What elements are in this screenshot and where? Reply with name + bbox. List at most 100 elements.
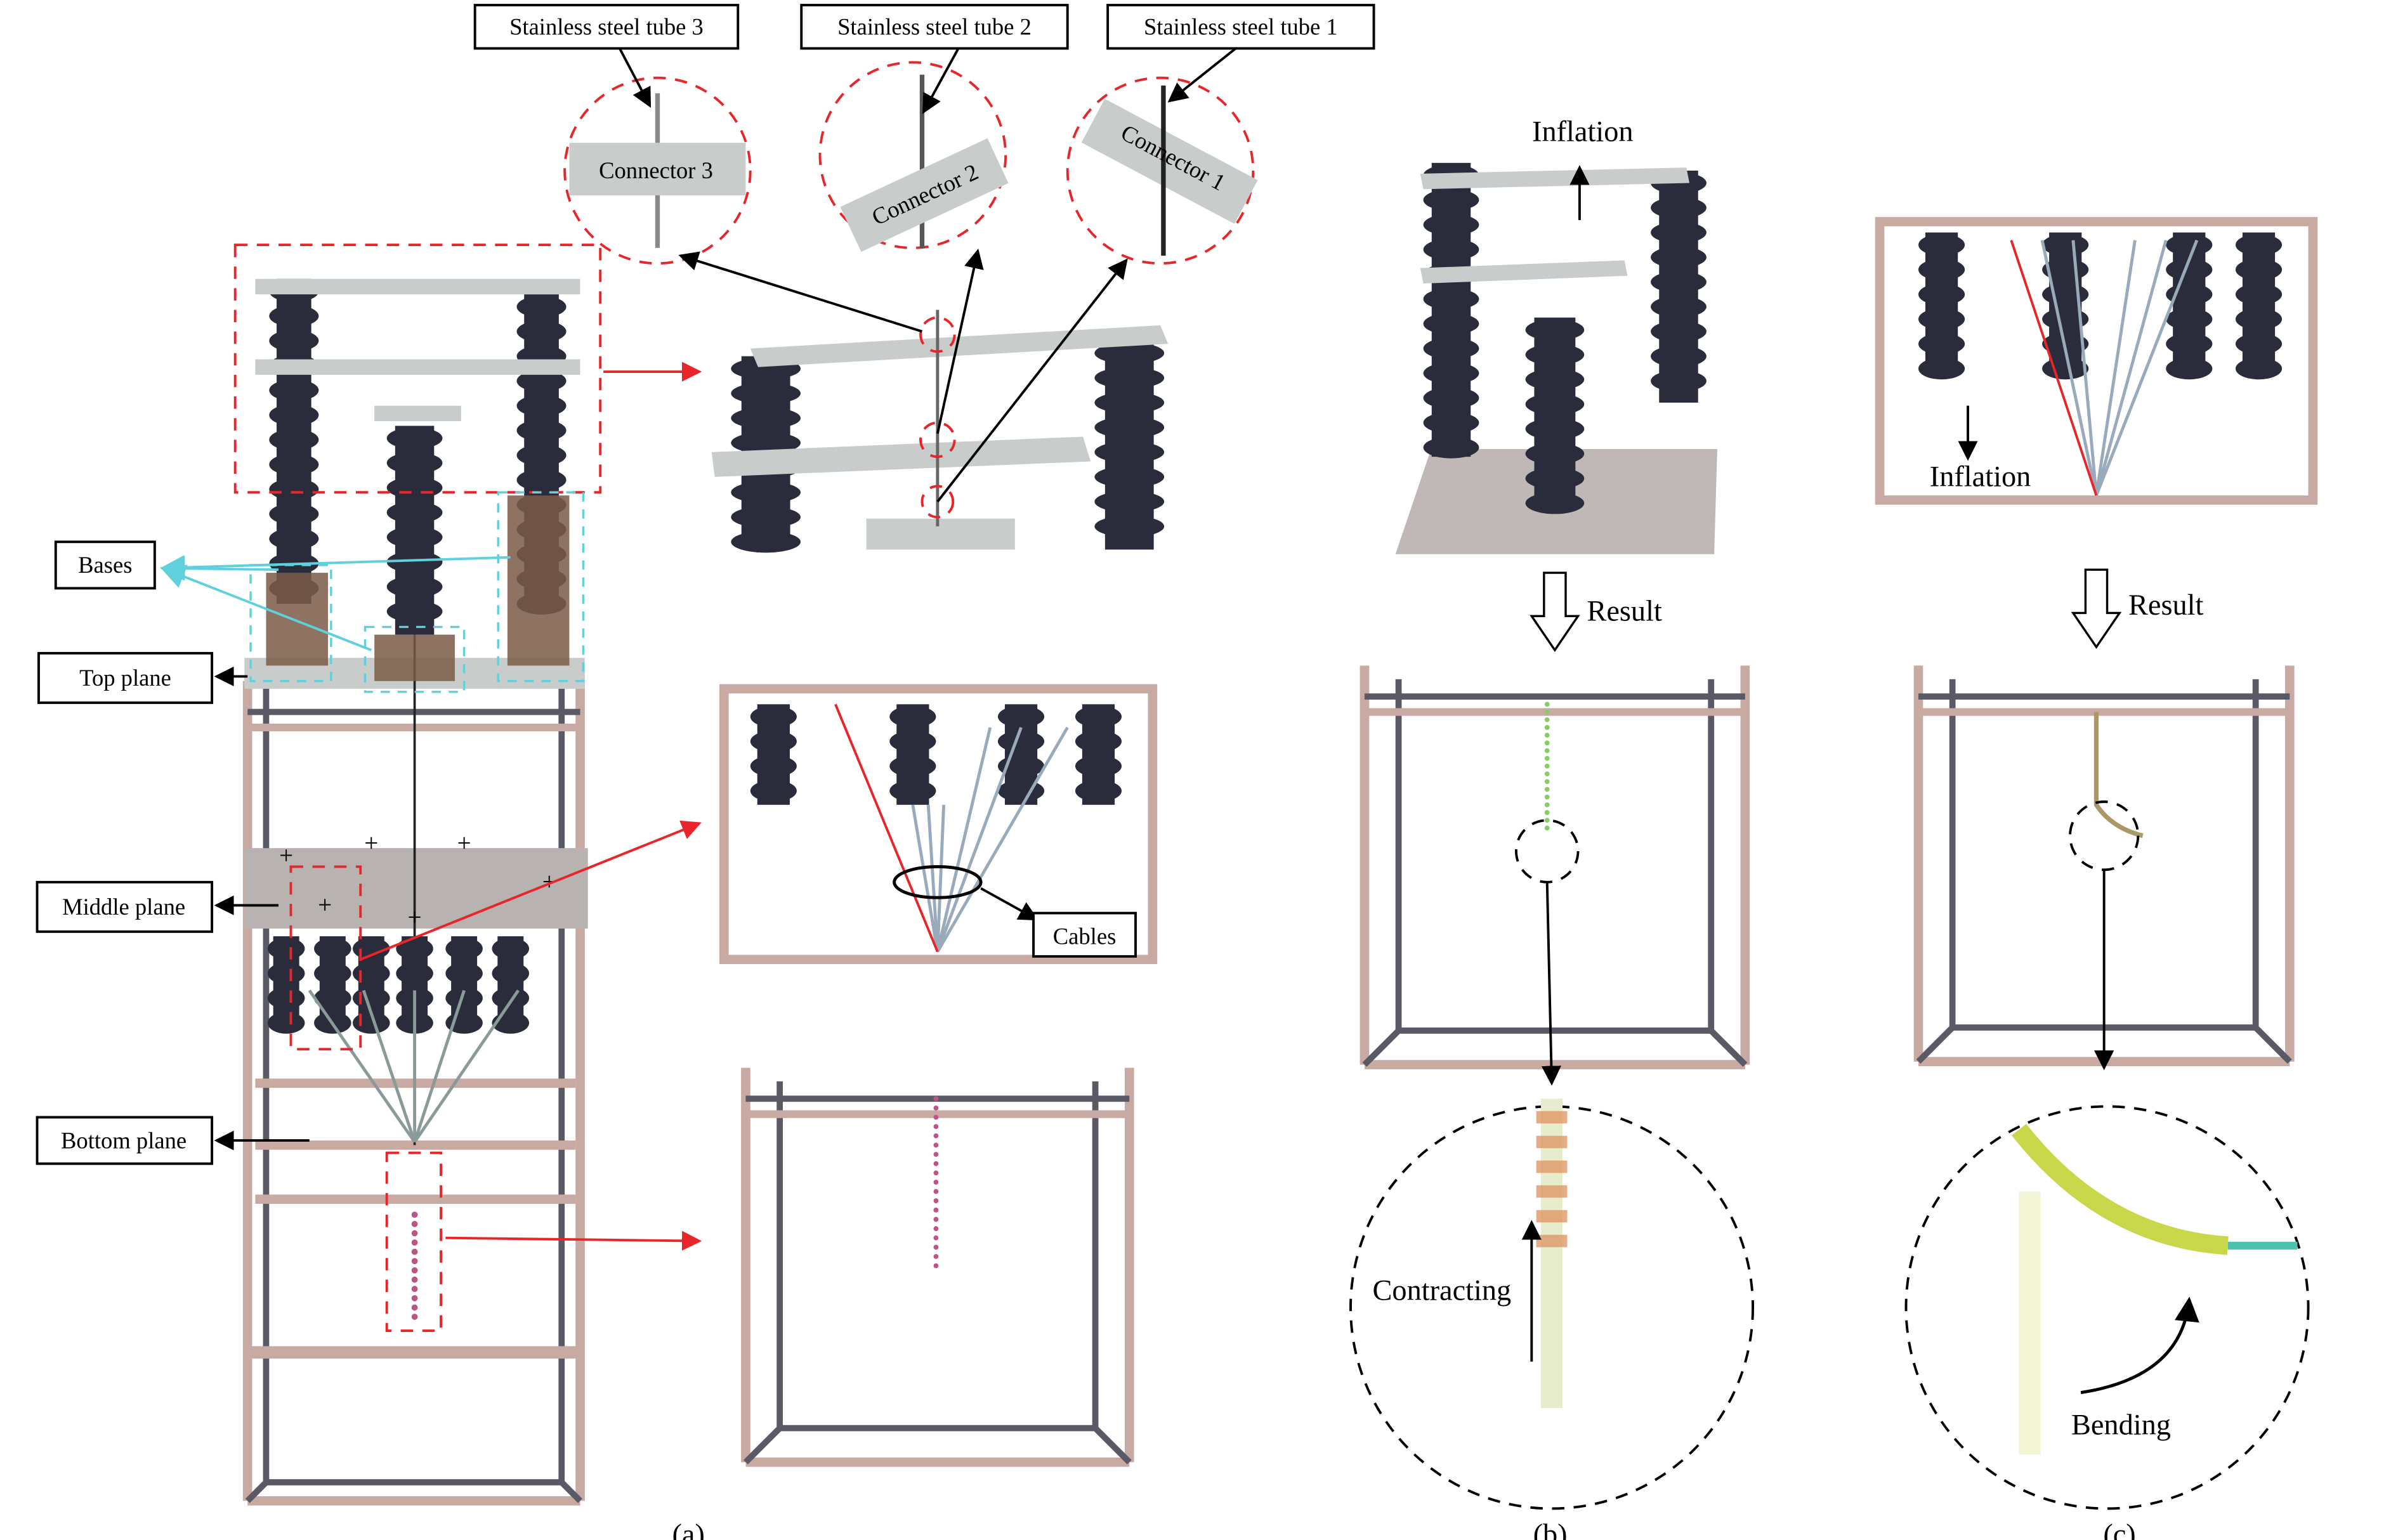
zoom-mid-bellows-convolution [889,755,936,777]
robot-segment [1544,810,1550,815]
robot-segment [933,1142,939,1148]
zoom-bottom-frame-beam [1093,1426,1132,1465]
b-robot-ring [1536,1160,1568,1173]
bending-label: Bending [2071,1409,2171,1441]
bellows-right-convolution [516,419,567,441]
zoom-mid-bellows-convolution [1075,755,1122,777]
zoom-arrow-bottom [445,1230,702,1251]
c-bellows-convolution [1918,284,1965,306]
cross-mount-icon: + [364,830,378,857]
bellows-left-convolution [269,330,319,352]
b-result-arrow [1530,571,1580,653]
bellows-right-convolution [516,370,567,392]
connector-callout-circle [563,76,752,265]
robot-segment [411,1239,418,1246]
robot-segment [411,1267,418,1274]
b-frame-beam [1708,1028,1748,1067]
cables-pointer [980,887,1039,921]
connector3-label: Connector 3 [599,157,713,183]
zoom-highlight [919,421,956,459]
label-tube2: Stainless steel tube 2 [800,4,1069,50]
c-robot-bent [2093,712,2144,839]
robot-segment [1544,818,1550,823]
b-robot-ring [1536,1234,1568,1248]
panel-label-b: (b) [1533,1519,1568,1540]
c-bellows-convolution [2235,358,2283,380]
robot-segment [1544,709,1550,715]
robot-segment [933,1207,939,1213]
result-b-label: Result [1587,596,1662,628]
tube3-pointer [617,46,652,108]
label-middle-plane: Middle plane [36,880,214,933]
base [507,495,570,666]
label-text: Top plane [79,665,171,691]
bellows-lower-convolution [492,962,530,984]
c-bellows-convolution [2235,333,2283,355]
bellows-center-convolution [386,501,443,524]
zoom-mid-bellows-convolution [750,705,797,728]
zoom-bellows-convolution [1094,342,1165,364]
connector-plate [374,405,461,422]
zoom-cable [911,804,940,952]
zoom-cable [926,804,940,952]
c-bellows-convolution [2042,358,2089,380]
connector2-block [840,138,1009,252]
result-c-label: Result [2128,589,2204,622]
robot-segment [933,1226,939,1231]
zoom-highlight [919,316,956,353]
bellows-lower-convolution [445,937,483,960]
robot-segment [1544,701,1550,707]
bellows-left-convolution [269,454,319,476]
bellows-right-convolution [516,469,567,491]
c-bellows-convolution [2166,358,2213,380]
connector-callout-circle [1066,76,1255,265]
bellows-right-convolution [516,320,567,343]
zoom-bellows-convolution [731,506,801,528]
b-robot-ring [1536,1111,1568,1124]
b-bellows-convolution [1423,362,1479,384]
cable [308,989,416,1143]
robot-segment [1544,779,1550,785]
b-bellows-convolution [1423,288,1479,310]
zoom-cable [936,727,1023,953]
label-cables: Cables [1032,911,1137,958]
c-bellows-convolution [2166,308,2213,330]
bellows-left-convolution [269,478,319,500]
label-tube1: Stainless steel tube 1 [1106,4,1375,50]
zoom-mid-bellows-convolution [997,730,1045,752]
bellows-lower-convolution [314,987,351,1009]
connector3-block [569,143,746,196]
bellows-lower-convolution [353,937,390,960]
graphics-layer: ++++++ [160,46,2318,1510]
robot-segment [933,1114,939,1120]
bellows-center-convolution [386,427,443,449]
highlight-box-middle [289,865,362,1051]
inflation-c-label: Inflation [1930,460,2031,493]
robot-segment [1544,825,1550,831]
zoom-mid-bellows-convolution [750,730,797,752]
robot-segment [1544,764,1550,769]
c-cable [2040,240,2098,496]
highlight-box-top [233,244,602,494]
c-cable [2095,240,2168,496]
bellows-right-convolution [516,296,567,318]
inflation-b-label: Inflation [1532,116,1634,148]
robot-segment [411,1295,418,1302]
b-bellows-convolution [1525,319,1585,341]
c-red-cable [2010,240,2098,496]
robot-segment [1544,771,1550,776]
robot-segment [1544,794,1550,800]
tower-frame-lower-beam [559,1480,582,1503]
bellows-lower-convolution [396,937,433,960]
label-text: Middle plane [62,894,185,920]
b-bellows-convolution [1423,412,1479,434]
b-bellows-convolution [1651,221,1707,244]
c-bellows-convolution [2235,233,2283,256]
robot-segment [411,1220,418,1227]
bellows-lower-convolution [314,937,351,960]
bellows-lower-convolution [353,962,390,984]
b-frame-beam [1362,1028,1401,1067]
cables-highlight-ellipse [893,865,983,899]
bellows-lower-convolution [267,962,305,984]
label-tube3: Stainless steel tube 3 [473,4,740,50]
